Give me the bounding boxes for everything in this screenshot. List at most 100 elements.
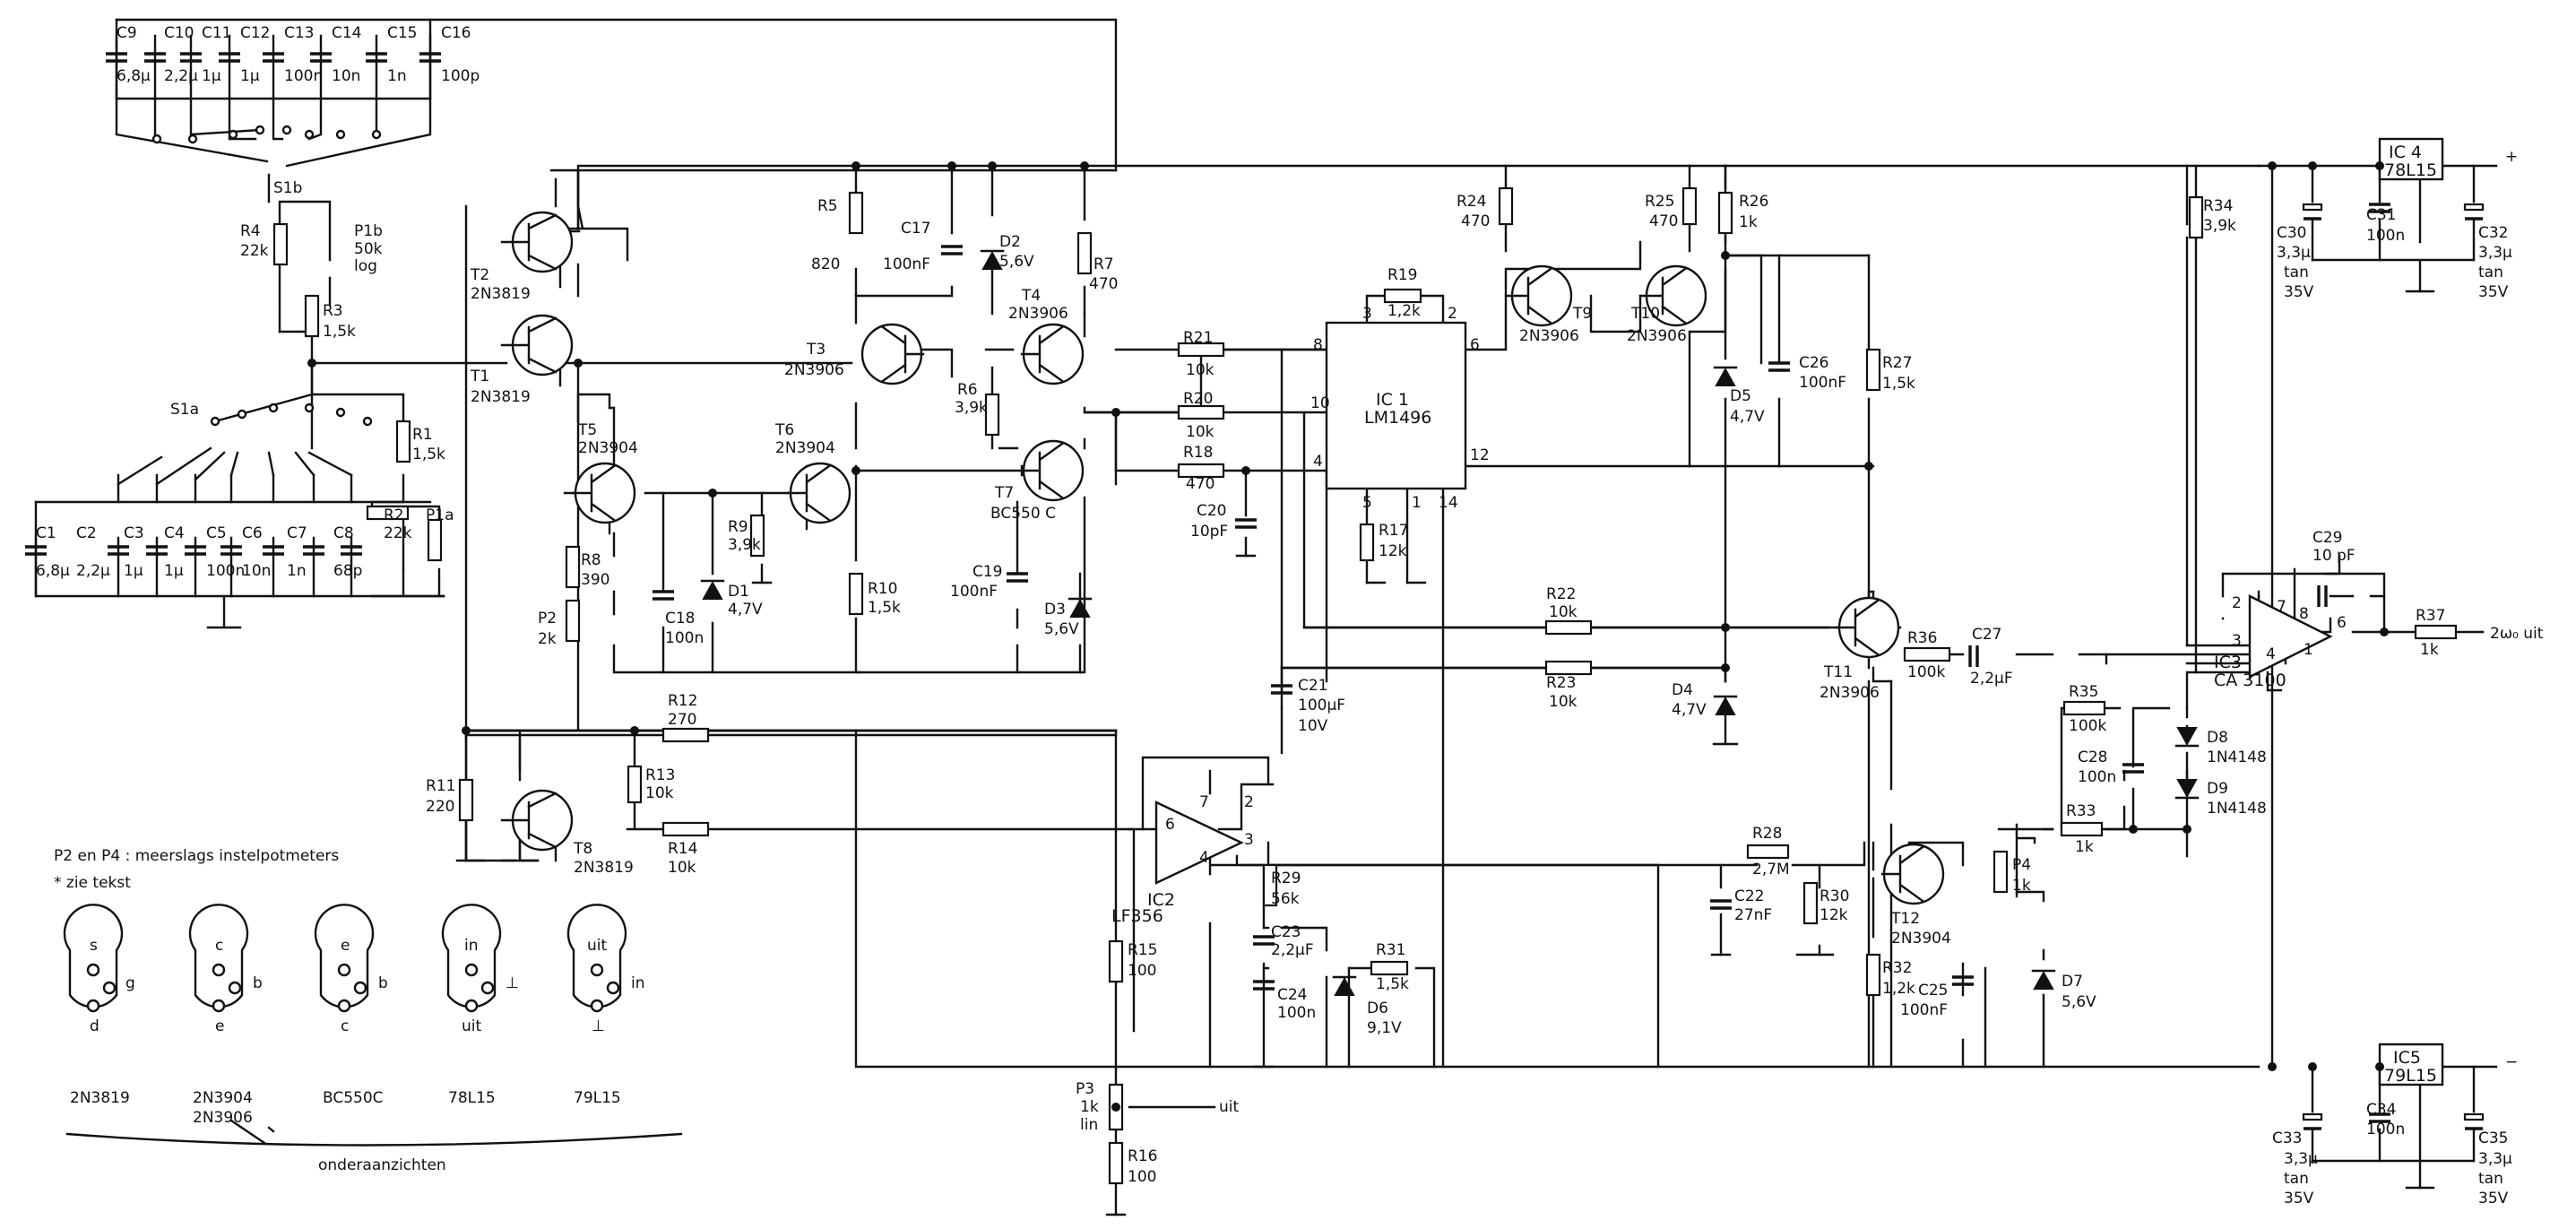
- label-c25: C25: [1918, 982, 1949, 1000]
- label-r10: R10: [868, 580, 897, 598]
- v-c33: 35V: [2284, 1190, 2314, 1207]
- value-d8: 1N4148: [2207, 749, 2267, 766]
- label-c18: C18: [665, 610, 696, 627]
- label-c30: C30: [2277, 224, 2307, 242]
- value-p4: 1k: [2012, 877, 2031, 895]
- label-p1a: P1a: [426, 506, 454, 524]
- label-c29: C29: [2312, 529, 2343, 547]
- label-c22: C22: [1734, 887, 1765, 905]
- value-r23: 10k: [1549, 693, 1578, 711]
- ic1-label: IC 1: [1376, 390, 1409, 410]
- value-r18: 470: [1186, 475, 1215, 493]
- value-c25: 100nF: [1900, 1001, 1948, 1019]
- value-d2: 5,6V: [999, 253, 1034, 271]
- value-c9: 6,8µ: [117, 67, 151, 85]
- label-r32: R32: [1882, 959, 1912, 977]
- value-r35: 100k: [2069, 717, 2106, 735]
- value-r28: 2,7M: [1752, 861, 1790, 878]
- pinout-bc550c-label: BC550C: [323, 1089, 384, 1107]
- label-c26: C26: [1799, 354, 1829, 372]
- label-c34: C34: [2366, 1101, 2397, 1119]
- switch-contacts: [151, 125, 382, 1145]
- pinout-2n3819: s g d 2N3819: [63, 904, 135, 1107]
- label-c5: C5: [206, 524, 227, 542]
- label-r19: R19: [1387, 266, 1417, 284]
- ic1-pin-2: 2: [1448, 305, 1457, 323]
- value-c21: 100µF: [1298, 697, 1345, 714]
- footer-caption: onderaanzichten: [318, 1156, 446, 1174]
- label-c7: C7: [287, 524, 307, 542]
- value-c11: 1µ: [202, 67, 221, 85]
- label-t5: T5: [577, 421, 597, 439]
- label-r36: R36: [1907, 629, 1937, 647]
- value-d4: 4,7V: [1672, 701, 1707, 719]
- tan-c33: tan: [2284, 1170, 2309, 1188]
- value-r10: 1,5k: [868, 599, 901, 617]
- value-r17: 12k: [1379, 542, 1407, 560]
- value-c24: 100n: [1277, 1004, 1316, 1022]
- label-c21: C21: [1298, 677, 1328, 695]
- pinout-views: s g d 2N3819 c b e 2N3904 2N3906 e b c B…: [63, 904, 683, 1174]
- label-t3: T3: [806, 341, 826, 359]
- value-p1b: 50k: [354, 240, 383, 258]
- value-c33: 3,3µ: [2284, 1150, 2318, 1168]
- junctions: [307, 161, 2389, 1112]
- value-c14: 10n: [332, 67, 360, 85]
- value-r14: 10k: [668, 859, 696, 877]
- label-c33: C33: [2272, 1129, 2303, 1147]
- value-c28: 100n: [2078, 768, 2116, 786]
- label-r12: R12: [668, 692, 697, 710]
- labels: C9 6,8µ C10 2,2µ C11 1µ C12 1µ C13 100n …: [36, 24, 2544, 1207]
- pin-2n3819-g: g: [125, 974, 135, 992]
- value-t12: 2N3904: [1891, 930, 1951, 948]
- value-r30: 12k: [1820, 906, 1848, 924]
- label-t7: T7: [994, 484, 1014, 502]
- value-r29: 56k: [1271, 890, 1300, 908]
- value-c22: 27nF: [1734, 906, 1772, 924]
- pin-79l15-in: in: [631, 974, 645, 992]
- tan-c32: tan: [2478, 264, 2503, 281]
- ic3-label: IC3: [2214, 653, 2242, 672]
- label-t12: T12: [1890, 910, 1920, 928]
- label-r15: R15: [1128, 941, 1157, 959]
- label-r31: R31: [1376, 941, 1405, 959]
- value-p2: 2k: [538, 630, 557, 648]
- ic2-label: IC2: [1147, 890, 1175, 910]
- value-r16: 100: [1128, 1168, 1156, 1186]
- label-r1: R1: [412, 426, 433, 444]
- pinout-2n3904-label: 2N3904: [193, 1089, 253, 1107]
- pin-78l15-uit: uit: [462, 1017, 481, 1035]
- ic5-type: 79L15: [2384, 1066, 2437, 1086]
- label-r25: R25: [1645, 193, 1674, 211]
- pin-bc550c-e: e: [341, 937, 350, 955]
- ic1-pin-6: 6: [1470, 336, 1480, 354]
- label-t1: T1: [470, 368, 489, 385]
- value-c7: 1n: [287, 562, 307, 580]
- value-d7: 5,6V: [2062, 993, 2096, 1011]
- value-r5: 820: [811, 255, 840, 273]
- value-r32: 1,2k: [1882, 980, 1915, 998]
- value-t8: 2N3819: [574, 859, 634, 877]
- ic-symbols: [1154, 137, 2444, 1086]
- value-c15: 1n: [387, 67, 407, 85]
- value-r24: 470: [1461, 212, 1490, 230]
- ic2-pin-6: 6: [1165, 816, 1175, 834]
- value-r22: 10k: [1549, 603, 1578, 621]
- label-c2: C2: [76, 524, 97, 542]
- ic4-label: IC 4: [2389, 143, 2422, 162]
- label-r33: R33: [2066, 802, 2096, 820]
- label-r27: R27: [1882, 354, 1912, 372]
- value-c27: 2,2µF: [1970, 670, 2013, 688]
- pin-bc550c-b: b: [378, 974, 388, 992]
- value-r3: 1,5k: [323, 323, 356, 341]
- label-c4: C4: [164, 524, 185, 542]
- value-c31: 100n: [2366, 227, 2405, 245]
- label-r29: R29: [1271, 870, 1301, 887]
- pinout-2n3904: c b e 2N3904 2N3906: [188, 904, 263, 1127]
- label-d7: D7: [2062, 973, 2083, 991]
- ic1-pin-10: 10: [1310, 394, 1330, 412]
- label-p2: P2: [538, 610, 557, 627]
- value-t10: 2N3906: [1627, 327, 1687, 345]
- value-r6: 3,9k: [955, 399, 988, 417]
- value-d6: 9,1V: [1367, 1019, 1402, 1037]
